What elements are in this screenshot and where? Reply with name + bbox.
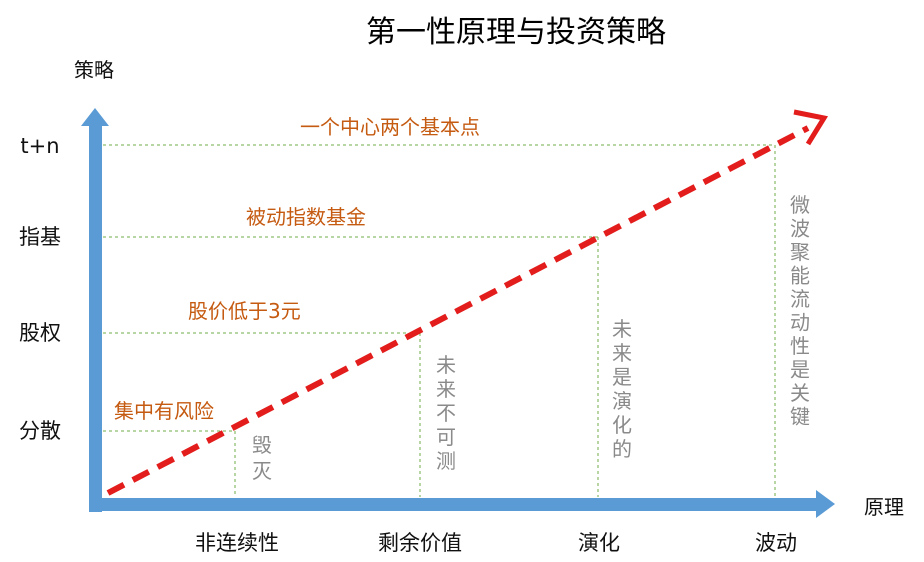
x-level-1: 剩余价值	[378, 531, 462, 555]
diagram-title: 第一性原理与投资策略	[366, 15, 666, 50]
column-note-3-char: 是	[790, 358, 810, 382]
x-level-2: 演化	[578, 531, 620, 555]
level-note-1: 股价低于3元	[188, 299, 301, 323]
column-note-1-char: 不	[436, 401, 456, 425]
column-note-3-char: 流	[790, 287, 810, 311]
column-note-1-char: 可	[436, 425, 456, 449]
column-note-0: 毁灭	[252, 433, 272, 483]
y-axis-label: 策略	[74, 58, 114, 82]
guide-lines	[103, 144, 776, 497]
column-note-0-char: 灭	[252, 459, 272, 483]
column-note-3-char: 微	[790, 193, 810, 217]
x-axis-label: 原理	[864, 495, 904, 519]
column-note-2-char: 化	[612, 413, 632, 437]
column-note-3-char: 性	[790, 334, 810, 358]
axes	[81, 108, 835, 518]
column-note-2-char: 来	[612, 341, 632, 365]
column-note-1: 未来不可测	[436, 353, 456, 473]
trend-arrow	[106, 109, 829, 496]
x-level-0: 非连续性	[195, 531, 279, 555]
y-level-0: 分散	[19, 419, 61, 443]
column-note-1-char: 测	[436, 449, 456, 473]
column-note-3-char: 关	[790, 381, 810, 405]
y-level-3: t+n	[20, 134, 59, 158]
column-note-2: 未来是演化的	[612, 317, 632, 461]
column-note-3-char: 键	[790, 405, 810, 429]
y-axis-arrowhead	[81, 108, 109, 126]
level-note-0: 集中有风险	[114, 399, 214, 423]
column-note-3-char: 波	[790, 217, 810, 241]
column-note-2-char: 的	[612, 437, 632, 461]
column-note-0-char: 毁	[252, 433, 272, 457]
column-note-2-char: 演	[612, 389, 632, 413]
level-note-2: 被动指数基金	[246, 205, 366, 229]
column-note-2-char: 是	[612, 365, 632, 389]
x-axis-shaft	[89, 498, 817, 511]
column-note-3-char: 聚	[790, 240, 810, 264]
x-axis-arrowhead	[816, 490, 835, 518]
column-note-3: 微波聚能流动性是关键	[790, 193, 810, 429]
column-note-1-char: 未	[436, 353, 456, 377]
x-level-3: 波动	[755, 531, 797, 555]
y-level-1: 股权	[19, 321, 61, 345]
column-note-3-char: 动	[790, 311, 810, 335]
level-note-3: 一个中心两个基本点	[300, 115, 480, 139]
y-axis-shaft	[89, 126, 102, 512]
trend-arrow-head	[793, 109, 829, 146]
column-note-3-char: 能	[790, 264, 810, 288]
y-level-2: 指基	[19, 225, 61, 249]
column-note-1-char: 来	[436, 377, 456, 401]
trend-arrow-shaft	[106, 125, 810, 496]
column-note-2-char: 未	[612, 317, 632, 341]
